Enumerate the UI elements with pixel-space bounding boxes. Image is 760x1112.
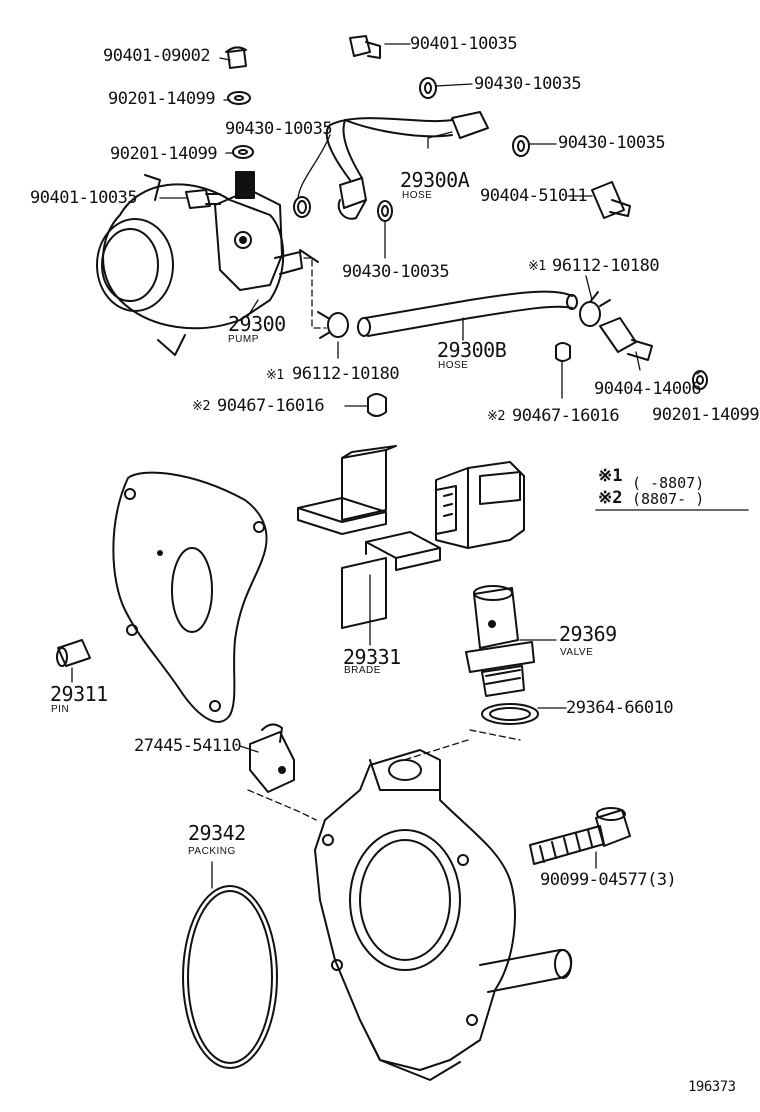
bolt-90401-10035-top (349, 35, 381, 59)
washer-90201-14099-b (232, 145, 254, 159)
label-hose-a: HOSE (402, 190, 433, 201)
label-29300B: 29300B (437, 338, 507, 362)
label-90401-10035-top: 90401-10035 (410, 34, 518, 54)
pump-body-29300 (96, 171, 319, 356)
washer-90201-14099-c (692, 370, 708, 390)
leader-lines-bottom (71, 574, 597, 889)
bracket-27445-54110 (249, 723, 295, 793)
gasket-29364-66010 (481, 703, 539, 725)
label-90404-14006: 90404-14006 (594, 379, 702, 399)
label-90099-04577: 90099-04577(3) (540, 870, 677, 890)
label-29311: 29311 (50, 682, 108, 706)
label-29300A: 29300A (400, 168, 470, 192)
clamp-96112-10180-left (317, 311, 349, 339)
leader-lines-top (159, 43, 701, 407)
legend-row1-range: ( -8807) (632, 474, 705, 492)
gasket-90430-10035-bottom (377, 200, 393, 222)
label-valve: VALVE (560, 647, 594, 658)
label-90467-16016-right: 90467-16016 (512, 406, 620, 426)
marker-1-right: ※1 (528, 259, 547, 274)
housing (314, 749, 573, 1081)
label-90467-16016-left: 90467-16016 (217, 396, 325, 416)
blade-29331 (297, 445, 441, 629)
pin-29311 (56, 639, 91, 667)
label-90404-51011: 90404-51011 (480, 186, 588, 206)
rotor (435, 461, 525, 549)
gasket-90430-10035-right (512, 135, 530, 157)
label-90430-10035-a: 90430-10035 (225, 119, 333, 139)
hose-29300A (325, 111, 489, 220)
label-29364-66010: 29364-66010 (566, 698, 674, 718)
clamp-96112-10180-right (579, 291, 611, 327)
clip-90467-16016-left (367, 393, 387, 417)
valve-29369 (465, 585, 535, 697)
bolt-90099-04577 (529, 807, 631, 865)
label-90430-10035-b: 90430-10035 (342, 262, 450, 282)
hose-29300B (357, 290, 578, 337)
label-29342: 29342 (188, 821, 246, 845)
cover-plate (112, 471, 268, 723)
union-90404-51011 (591, 181, 631, 219)
label-90201-14099-b: 90201-14099 (110, 144, 218, 164)
clip-90467-16016-right (555, 342, 571, 362)
label-90430-10035-right: 90430-10035 (558, 133, 666, 153)
label-29369: 29369 (559, 622, 617, 646)
gasket-90430-10035-pump (293, 196, 311, 218)
label-90430-10035-top: 90430-10035 (474, 74, 582, 94)
label-90401-09002: 90401-09002 (103, 46, 211, 66)
legend-row2-mark: ※2 (598, 488, 623, 508)
marker-2-left: ※2 (192, 399, 211, 414)
label-hose-b: HOSE (438, 360, 469, 371)
label-29331: 29331 (343, 645, 401, 669)
diagram-number: 196373 (688, 1079, 736, 1095)
label-96112-10180-left: 96112-10180 (292, 364, 400, 384)
marker-1-left: ※1 (266, 368, 285, 383)
label-packing: PACKING (188, 846, 236, 857)
bolt-90401-09002 (225, 46, 247, 69)
packing-29342 (182, 885, 278, 1069)
label-29300: 29300 (228, 312, 286, 336)
washer-90201-14099-a (227, 91, 251, 105)
label-pin: PIN (51, 704, 70, 715)
marker-2-right: ※2 (487, 409, 506, 424)
label-90401-10035-left: 90401-10035 (30, 188, 138, 208)
union-90404-14006 (599, 317, 653, 361)
label-90201-14099-c: 90201-14099 (652, 405, 760, 425)
bolt-90401-10035-left (185, 189, 221, 209)
label-96112-10180-right: 96112-10180 (552, 256, 660, 276)
label-27445-54110: 27445-54110 (134, 736, 242, 756)
legend-row1-mark: ※1 (598, 466, 623, 486)
label-blade: BRADE (344, 665, 381, 676)
legend-row2-range: (8807- ) (632, 490, 705, 508)
label-pump: PUMP (228, 334, 259, 345)
gasket-90430-10035-top (419, 77, 437, 99)
label-90201-14099-a: 90201-14099 (108, 89, 216, 109)
